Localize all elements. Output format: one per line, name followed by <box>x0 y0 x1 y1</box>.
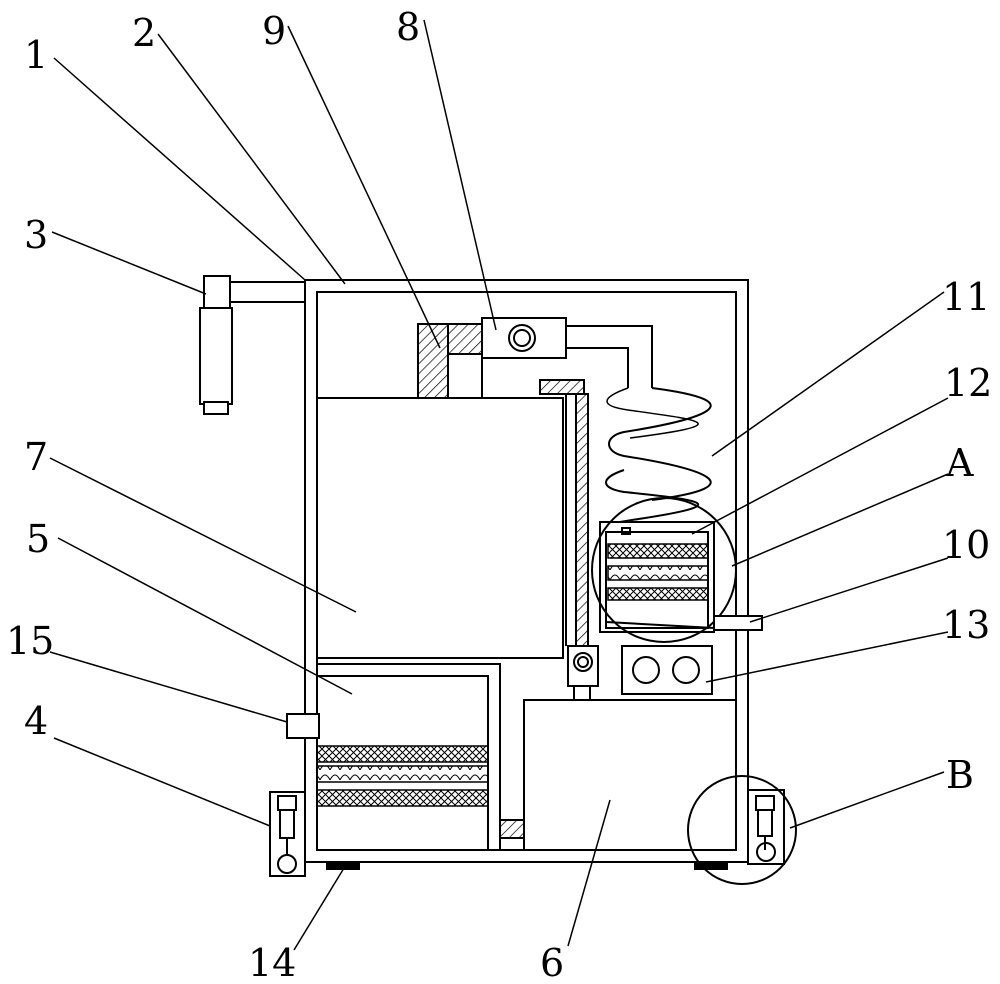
label-3: 3 <box>24 213 48 257</box>
main-tank <box>316 397 564 659</box>
left-wheel <box>269 791 306 877</box>
label-B: B <box>946 753 974 797</box>
label-5: 5 <box>26 517 50 561</box>
label-8: 8 <box>396 5 420 49</box>
coil-pipe <box>566 325 653 388</box>
label-7: 7 <box>24 435 48 479</box>
label-6: 6 <box>540 941 564 984</box>
label-1: 1 <box>24 33 48 77</box>
pump <box>481 317 567 359</box>
leader-lines <box>49 19 949 951</box>
label-2: 2 <box>132 11 156 55</box>
filter-box <box>591 497 737 643</box>
label-11: 11 <box>942 275 990 319</box>
label-15: 15 <box>6 619 54 663</box>
control-box <box>621 645 713 695</box>
label-9: 9 <box>262 9 286 53</box>
right-wheel <box>687 775 797 885</box>
label-13: 13 <box>942 603 990 647</box>
label-14: 14 <box>248 941 296 984</box>
outlet-spout <box>713 615 763 631</box>
label-4: 4 <box>24 699 48 743</box>
return-pipe <box>539 379 589 647</box>
condenser-coil <box>605 387 712 523</box>
lower-tank <box>316 663 525 850</box>
feet <box>326 862 728 870</box>
side-sensor <box>286 713 320 739</box>
water-tank <box>523 699 737 851</box>
label-10: 10 <box>942 523 990 567</box>
valve <box>567 645 599 700</box>
label-12: 12 <box>944 361 992 405</box>
handle <box>199 275 306 415</box>
label-A: A <box>945 441 974 485</box>
inlet-pipe <box>417 323 483 399</box>
part-labels: 1 2 3 4 5 6 7 8 9 10 11 12 13 14 15 A B <box>6 5 992 984</box>
